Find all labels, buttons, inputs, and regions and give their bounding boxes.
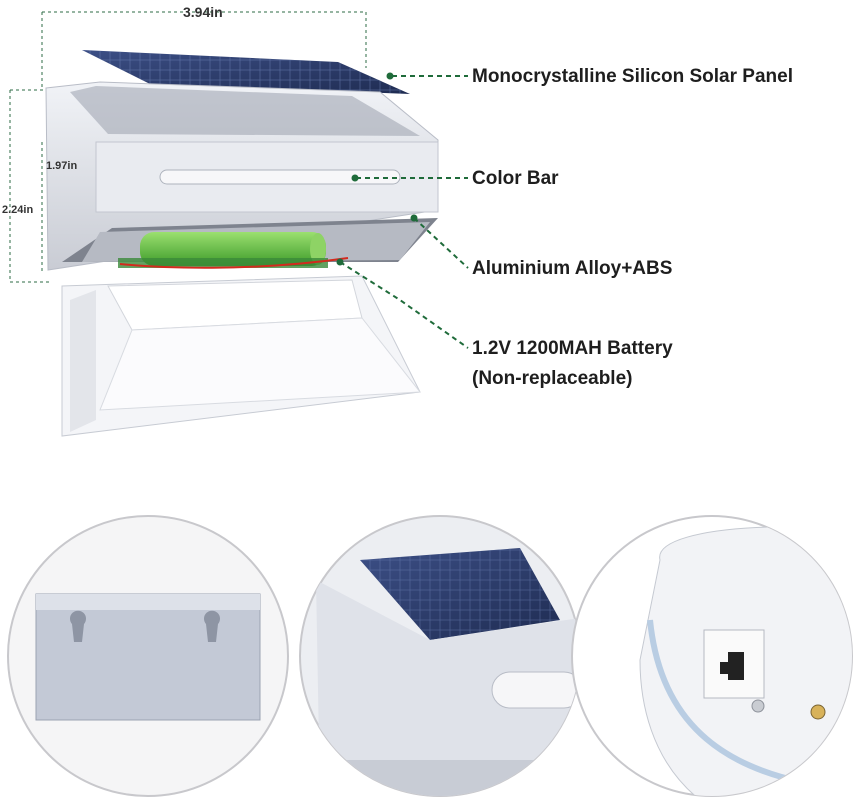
callout-battery-note: (Non-replaceable) <box>472 368 633 389</box>
light-shade <box>61 275 421 437</box>
leader-dot-material <box>410 214 418 222</box>
dimension-width-line <box>41 11 367 88</box>
dimension-outer-height-label: 2.24in <box>2 204 34 216</box>
keyhole-icon <box>204 610 220 642</box>
dimension-height-line <box>9 89 52 283</box>
callout-solar-panel: Monocrystalline Silicon Solar Panel <box>472 66 793 87</box>
dimension-inner-height-label: 1.97in <box>46 160 78 172</box>
callout-color-bar: Color Bar <box>472 168 559 189</box>
color-bar <box>159 169 401 185</box>
leader-dot-battery <box>336 258 344 266</box>
keyhole-icon <box>70 610 86 642</box>
dimension-width-label: 3.94in <box>183 4 223 20</box>
callout-battery: 1.2V 1200MAH Battery <box>472 338 673 359</box>
light-sensor-icon <box>810 704 826 720</box>
leader-dot-solar <box>386 72 394 80</box>
leader-dot-colorbar <box>351 174 359 182</box>
callout-material: Aluminium Alloy+ABS <box>472 258 673 279</box>
screw-icon <box>751 699 765 713</box>
battery <box>118 232 349 269</box>
detail-mounting-plate <box>7 515 289 797</box>
solar-panel <box>82 50 410 94</box>
detail-switch <box>571 515 853 797</box>
detail-panel-edge <box>299 515 581 797</box>
power-switch <box>728 652 744 680</box>
callout-leader-lines <box>339 75 469 349</box>
